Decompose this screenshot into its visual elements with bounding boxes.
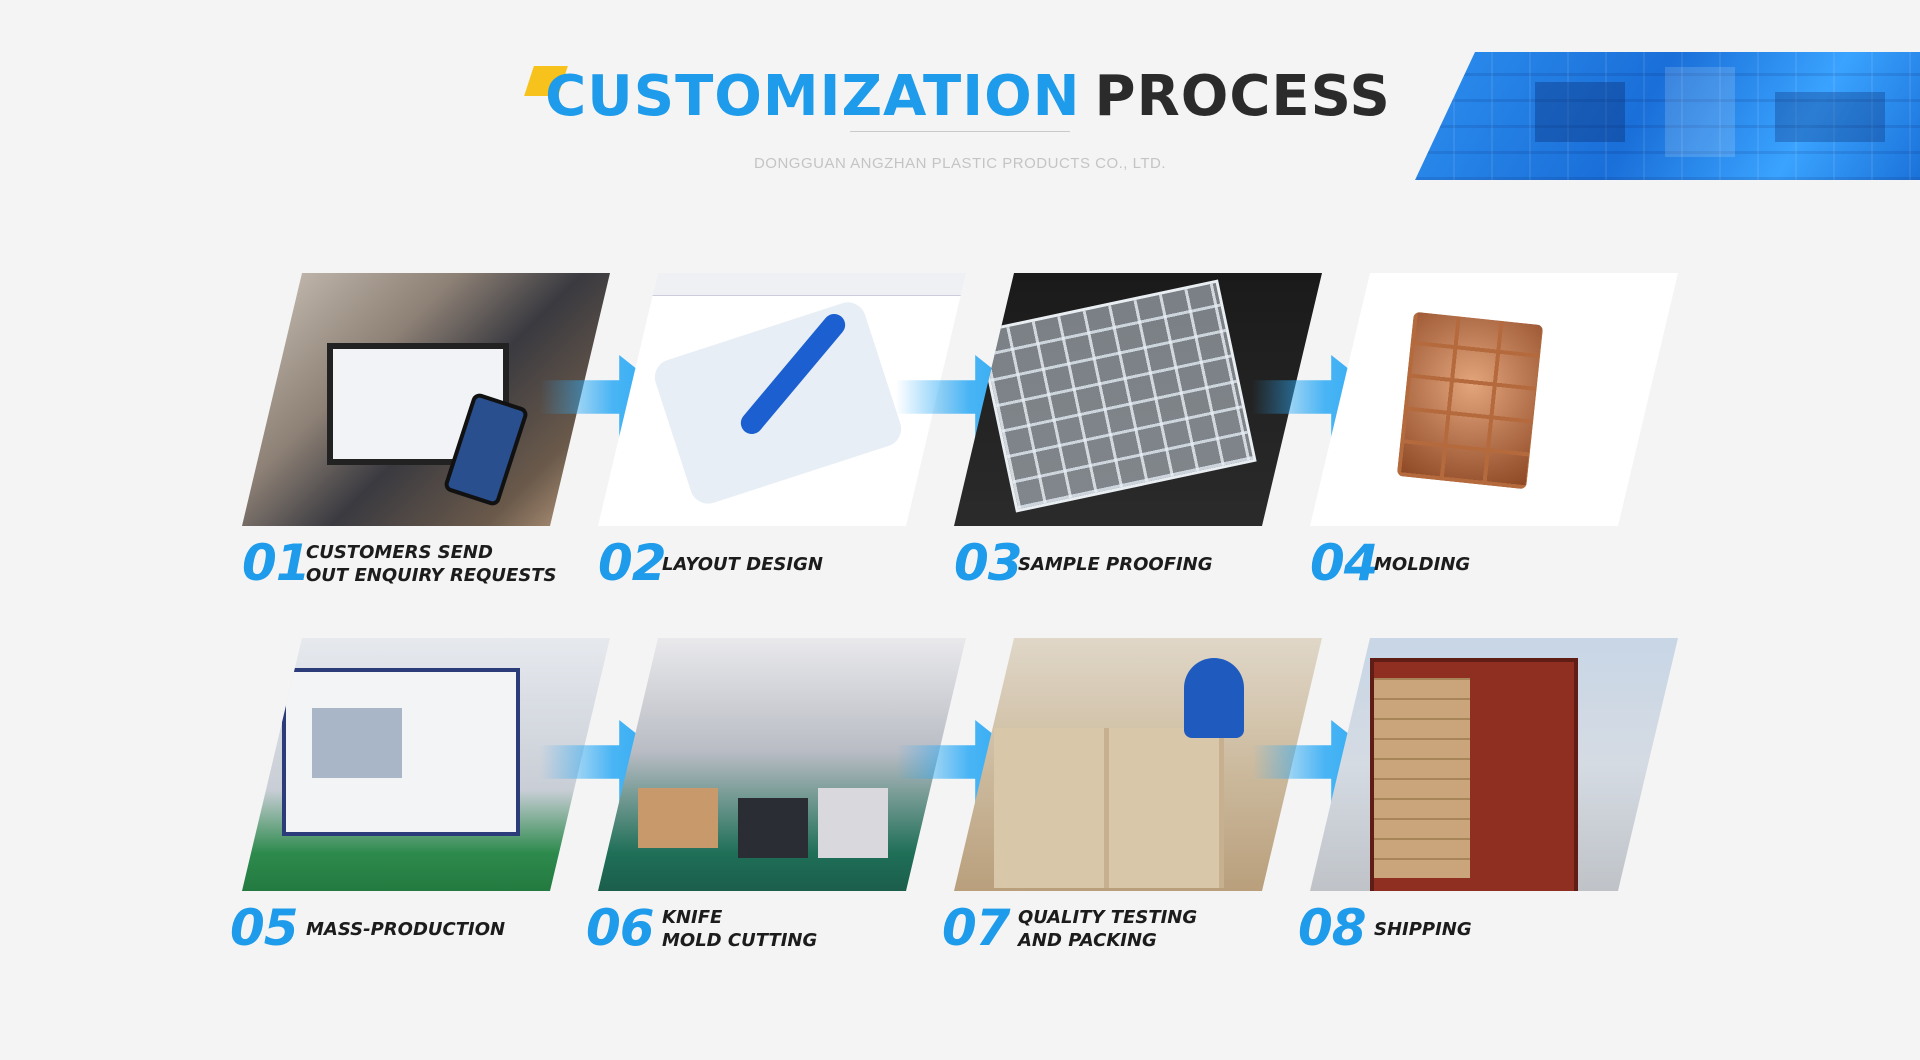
title-divider — [850, 131, 1070, 132]
step-1-photo — [242, 273, 610, 526]
step-5-label: MASS-PRODUCTION — [306, 919, 506, 940]
step-5: 05 MASS-PRODUCTION — [230, 638, 610, 968]
company-subtitle: DONGGUAN ANGZHAN PLASTIC PRODUCTS CO., L… — [753, 155, 1167, 172]
step-1-number: 01 — [242, 534, 311, 592]
step-5-number: 05 — [230, 899, 299, 957]
step-2-label: LAYOUT DESIGN — [662, 554, 823, 575]
step-8-number: 08 — [1298, 899, 1367, 957]
step-8: 08 SHIPPING — [1298, 638, 1678, 968]
step-2-number: 02 — [598, 534, 667, 592]
step-4-number: 04 — [1310, 534, 1379, 592]
step-8-photo — [1310, 638, 1678, 891]
step-3-label: SAMPLE PROOFING — [1018, 554, 1213, 575]
step-7-photo — [954, 638, 1322, 891]
step-4-label: MOLDING — [1374, 554, 1471, 575]
header-banner-image — [1415, 52, 1920, 180]
step-4-photo — [1310, 273, 1678, 526]
step-6-number: 06 — [586, 899, 655, 957]
step-3-number: 03 — [954, 534, 1023, 592]
title-main-text: PROCESS — [1094, 64, 1391, 129]
step-4: 04 MOLDING — [1310, 273, 1678, 603]
title-accent-text: CUSTOMIZATION — [545, 64, 1081, 129]
step-2: 02 LAYOUT DESIGN — [598, 273, 966, 603]
step-3: 03 SAMPLE PROOFING — [954, 273, 1322, 603]
step-8-label: SHIPPING — [1374, 919, 1472, 940]
step-7-number: 07 — [942, 899, 1011, 957]
